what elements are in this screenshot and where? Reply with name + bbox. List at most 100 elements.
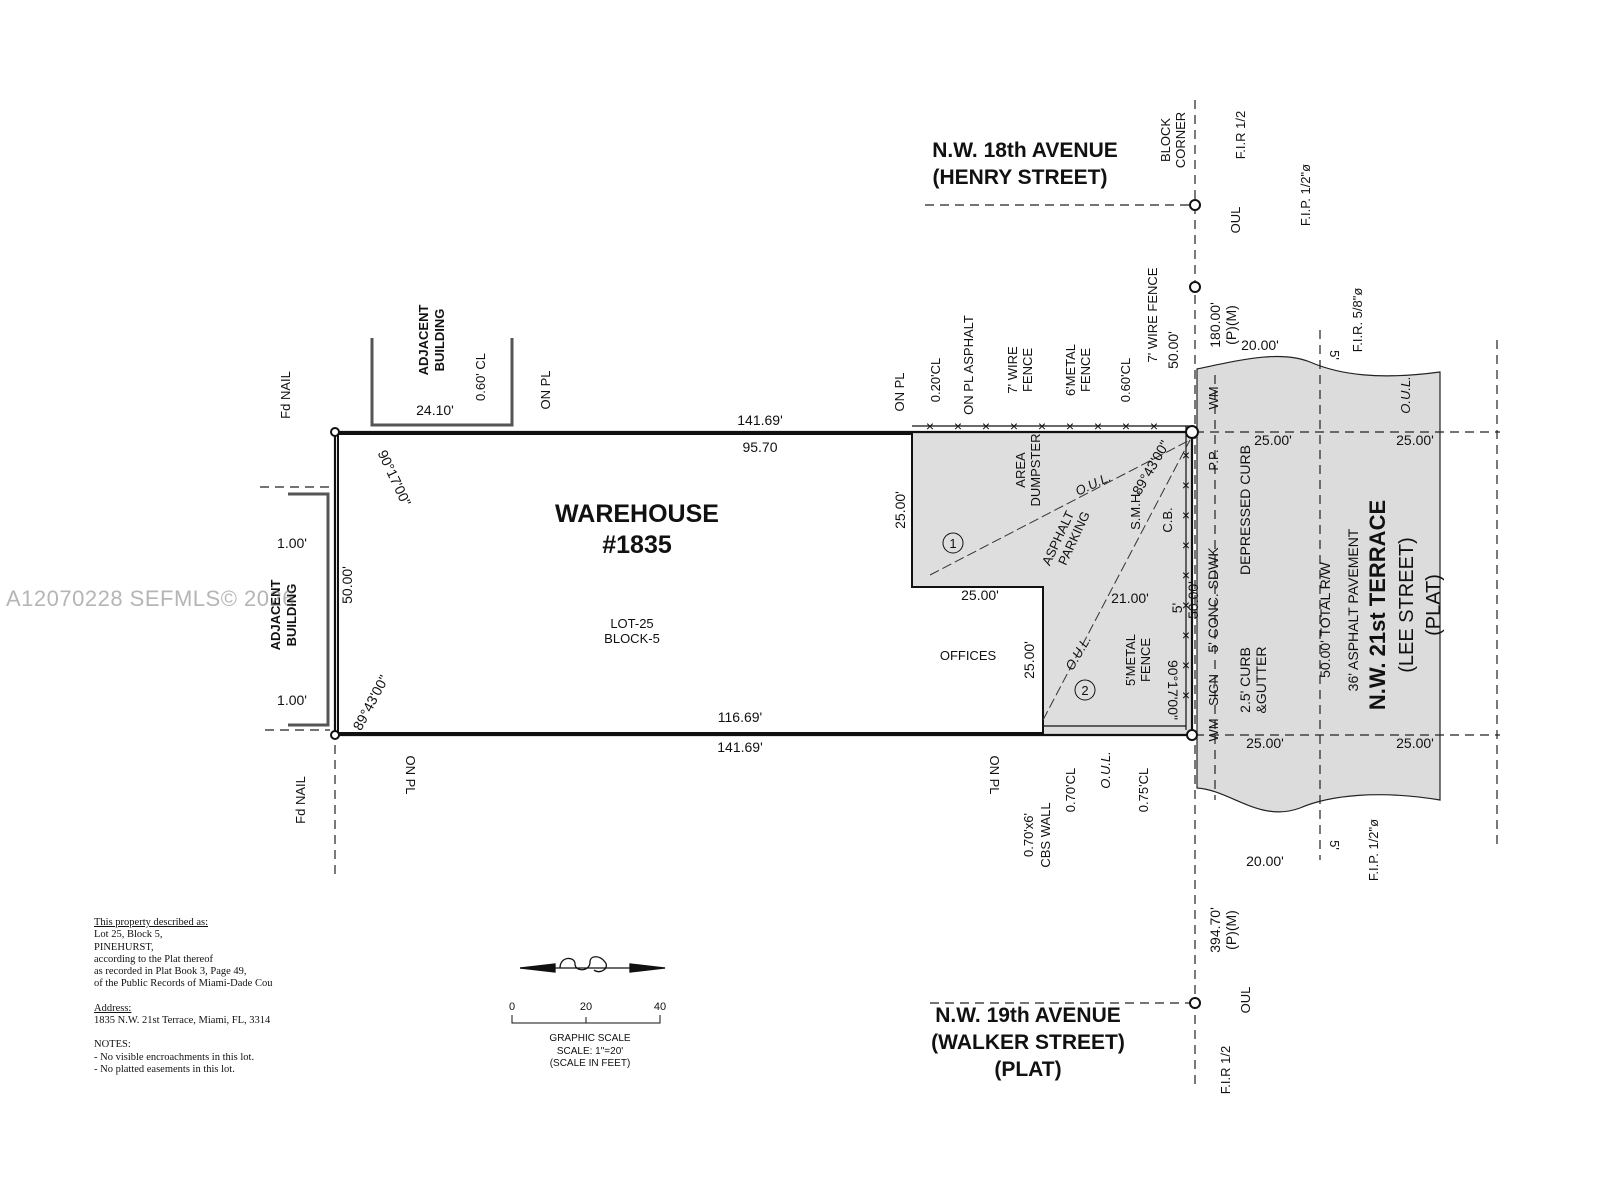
fence-x-mark: × (1182, 687, 1190, 703)
fence-x-mark: × (1010, 418, 1018, 434)
metal-fence-6: 6'METAL (1063, 344, 1078, 396)
oul-label-3: O.U.L. (1098, 751, 1113, 789)
street-bottom-plat: (PLAT) (994, 1058, 1061, 1081)
dim-twentyone: 21.00' (1111, 590, 1149, 606)
metal-fence-6b: FENCE (1078, 348, 1093, 392)
wire-fence-7c: 7' WIRE FENCE (1145, 267, 1160, 362)
description-line: as recorded in Plat Book 3, Page 49, (94, 966, 247, 978)
dim-right-c: 25.00' (1246, 735, 1284, 751)
street-top-alt: (HENRY STREET) (932, 166, 1107, 189)
dim-adjacent: 24.10' (416, 402, 454, 418)
dumpster-2: AREA (1013, 452, 1028, 488)
dim-right-side-bottom: 25.00' (1021, 641, 1037, 679)
dim-top-total: 141.69' (737, 412, 783, 428)
adjacent-top-line2: BUILDING (432, 309, 447, 372)
scale-title: GRAPHIC SCALE (549, 1033, 631, 1044)
description-line: PINEHURST, (94, 941, 154, 953)
description-line: according to the Plat thereof (94, 953, 213, 965)
scale-unit: (SCALE IN FEET) (549, 1058, 631, 1069)
oul-label-row: O.U.L. (1398, 376, 1413, 414)
fd-nail-bottom: Fd NAIL (293, 776, 308, 824)
dim-block-top-pm: (P)(M) (1223, 305, 1239, 345)
offices-label: OFFICES (940, 648, 997, 663)
fence-x-mark: × (1182, 447, 1190, 463)
fence-x-mark: × (1182, 477, 1190, 493)
fence-x-mark: × (926, 418, 934, 434)
scale-ratio: SCALE: 1"=20' (556, 1045, 624, 1057)
wire-fence-7: 7' WIRE (1005, 346, 1020, 394)
monuments (330, 199, 1201, 1009)
dim-depressed-curb: DEPRESSED CURB (1237, 445, 1253, 575)
parking-area (912, 432, 1192, 735)
cl-020: 0.20'CL (928, 358, 943, 402)
fence-x-mark: × (1150, 418, 1158, 434)
description-heading: This property described as: (94, 917, 209, 928)
metal-fence-5: 5'METAL (1123, 634, 1138, 686)
wire-fence-7b: FENCE (1020, 348, 1035, 392)
dim-curb-gutter-1: 2.5' CURB (1237, 647, 1253, 713)
street-top-name: N.W. 18th AVENUE (932, 139, 1118, 162)
dim-bottom-inner: 116.69' (718, 709, 762, 725)
fence-x-mark: × (1182, 657, 1190, 673)
fence-x-mark: × (954, 418, 962, 434)
north-arrow (519, 956, 666, 973)
fir-bottom: F.I.R 1/2 (1218, 1046, 1233, 1094)
property-description: This property described as: Lot 25, Bloc… (94, 917, 272, 1076)
dim-offset-bottom: 1.00' (277, 692, 307, 708)
on-pl-asphalt: ON PL ASPHALT (961, 315, 976, 415)
right-of-way-pavement (1196, 355, 1441, 813)
monument-se (1186, 729, 1198, 741)
cl-075: 0.75'CL (1136, 768, 1151, 812)
dim-five: 5' (1169, 603, 1185, 613)
dim-offset-top: 1.00' (277, 535, 307, 551)
cl-060: 0.60' CL (473, 353, 488, 401)
scale-caption: GRAPHIC SCALE SCALE: 1"=20' (SCALE IN FE… (505, 1033, 675, 1071)
scale-tick-40: 40 (654, 1001, 666, 1013)
fence-x-mark: × (982, 418, 990, 434)
oul-bottom: OUL (1238, 987, 1253, 1014)
fences (912, 425, 1190, 730)
fence-x-mark: × (1182, 597, 1190, 613)
dim-fifty-top: 50.00' (1165, 331, 1181, 369)
parking-circle-1 (942, 532, 964, 554)
wm-top: WM (1206, 386, 1221, 409)
fence-x-mark: × (1182, 627, 1190, 643)
watermark: A12070228 SEFMLS© 2026 (6, 586, 295, 611)
cbs-wall-2: CBS WALL (1038, 802, 1053, 867)
address-value: 1835 N.W. 21st Terrace, Miami, FL, 3314 (94, 1015, 271, 1027)
on-pl-2: ON PL (892, 372, 907, 411)
cb-label: C.B. (1160, 507, 1175, 532)
dim-asphalt-pavement: 36' ASPHALT PAVEMENT (1345, 528, 1361, 691)
scale-bar (511, 1015, 661, 1024)
dim-office-width: 25.00' (961, 587, 999, 603)
fence-x-mark: × (1182, 537, 1190, 553)
description-line: Lot 25, Block 5, (94, 929, 163, 941)
fip-bottom: F.I.P. 1/2"ø (1366, 819, 1381, 881)
dim-top-inner: 95.70 (742, 439, 777, 455)
metal-fence-5b: FENCE (1138, 638, 1153, 682)
warehouse-number: #1835 (602, 531, 672, 559)
fence-x-mark: × (1122, 418, 1130, 434)
dim-block-top: 180.00' (1207, 302, 1223, 348)
five-tick-1: 5' (1327, 350, 1342, 360)
block-label: BLOCK-5 (604, 631, 660, 646)
dim-block-bottom-pm: (P)(M) (1223, 910, 1239, 950)
dim-curb-gutter-2: &GUTTER (1253, 647, 1269, 714)
scale-tick-0: 0 (509, 1001, 515, 1013)
dim-block-bottom: 394.70' (1207, 907, 1223, 953)
block-corner-1: BLOCK (1158, 118, 1173, 162)
monument-block-corner (1189, 199, 1201, 211)
five-tick-2: 5' (1327, 840, 1342, 850)
smh-label: S.M.H. (1128, 490, 1143, 530)
parking-number-2: 2 (1081, 683, 1088, 698)
dim-left-side: 50.00' (339, 566, 355, 604)
notes-heading: NOTES: (94, 1039, 131, 1051)
adjacent-left-line2: BUILDING (284, 584, 299, 647)
fence-x-mark: × (1066, 418, 1074, 434)
cbs-wall-1: 0.70'x6' (1021, 813, 1036, 857)
scale-tick-20: 20 (580, 1001, 592, 1013)
monument-ne (1185, 425, 1199, 439)
adjacent-top-line1: ADJACENT (416, 305, 431, 376)
fd-nail-top: Fd NAIL (278, 371, 293, 419)
